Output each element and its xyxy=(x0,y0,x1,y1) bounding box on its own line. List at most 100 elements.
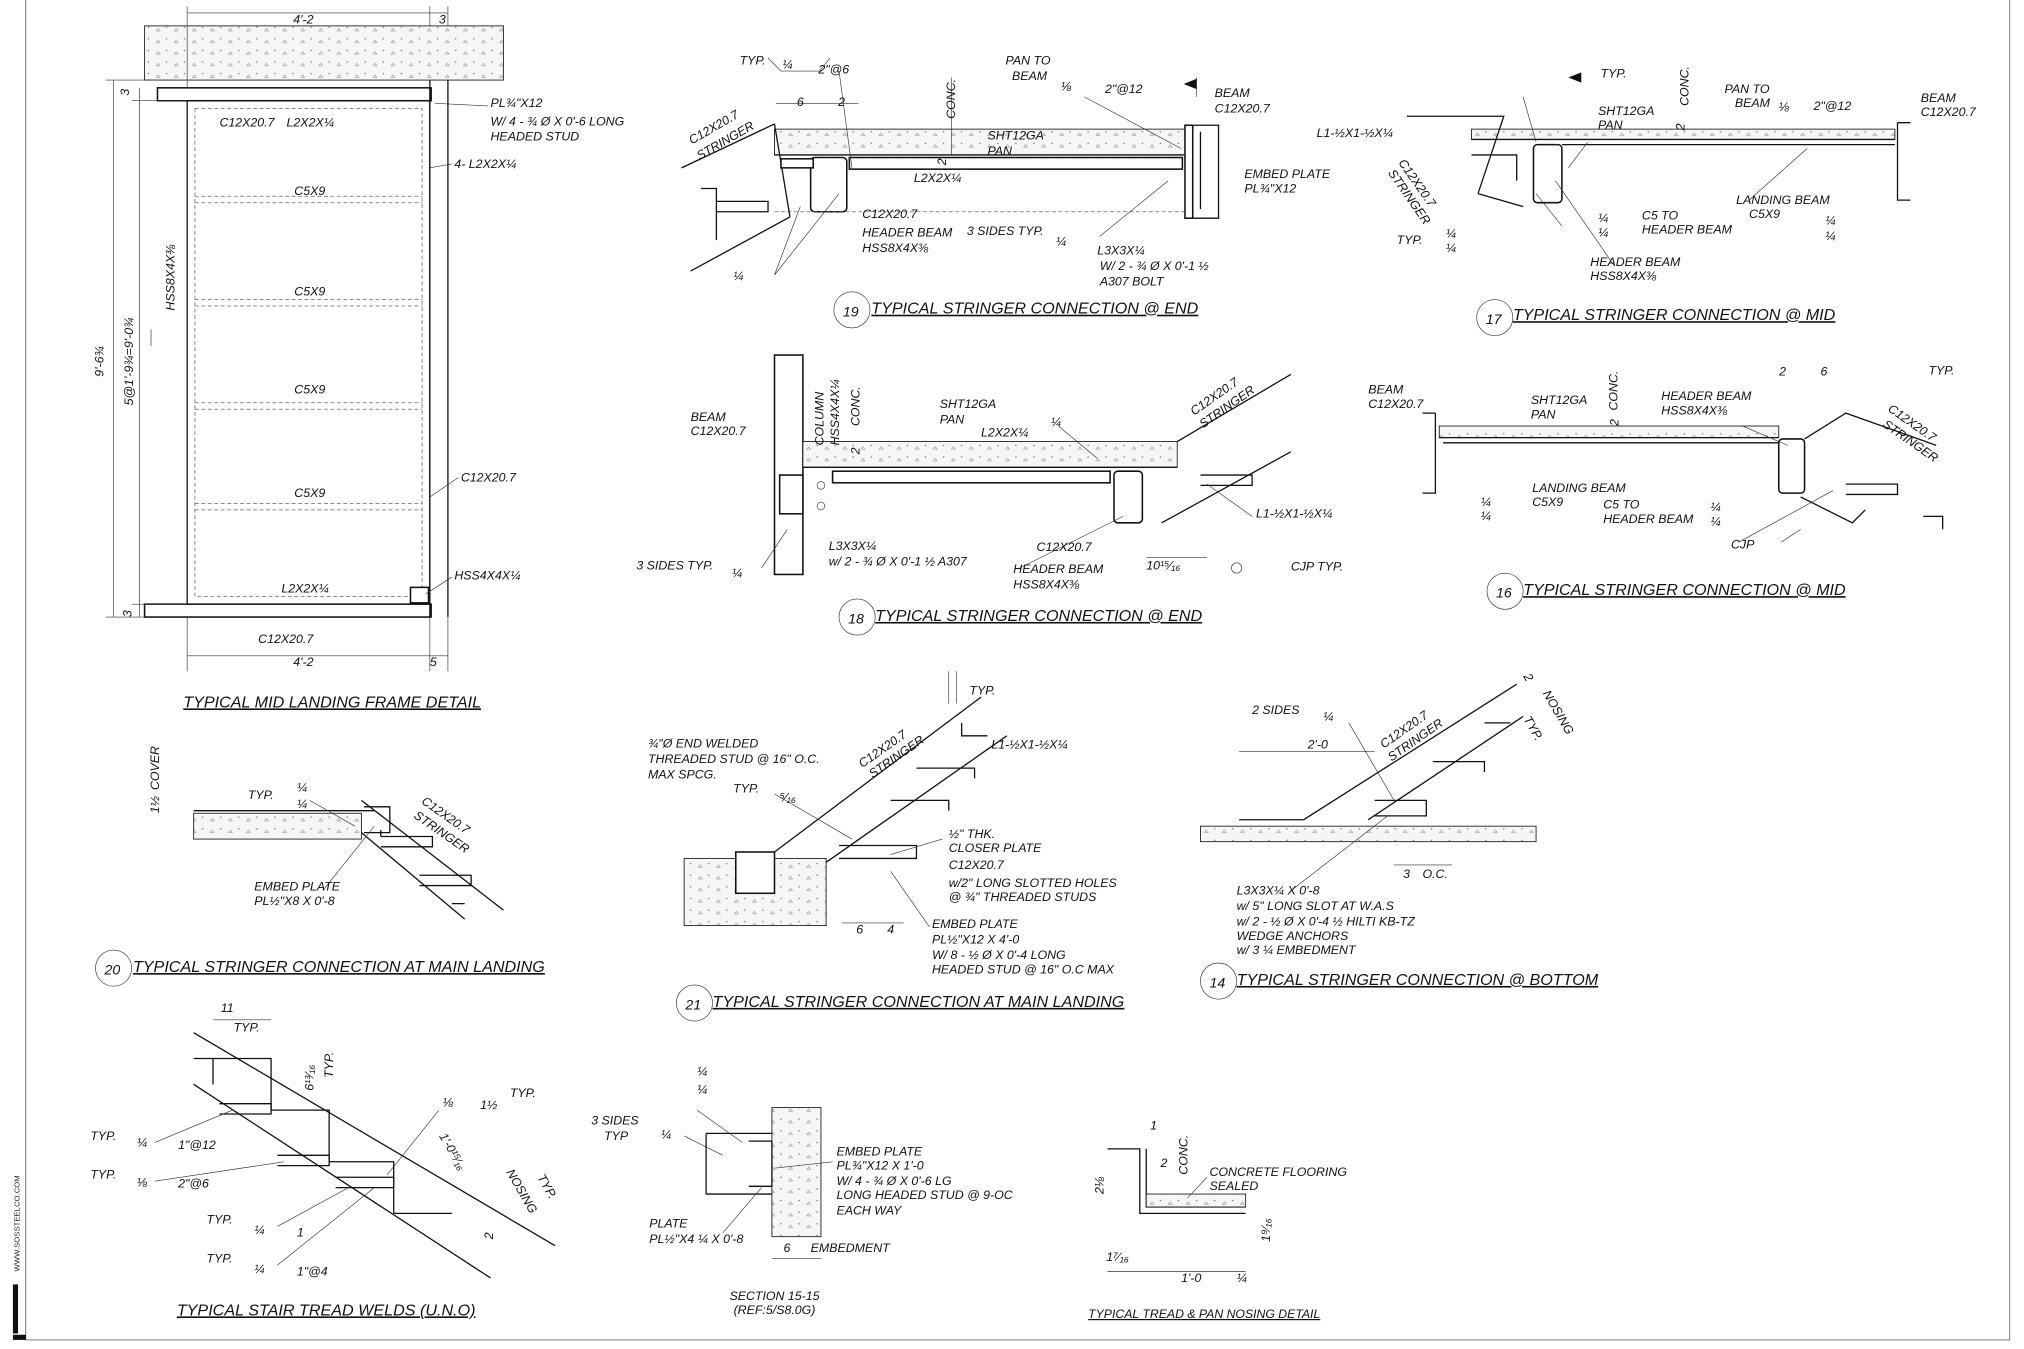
d16-callout-label: CJP xyxy=(1731,538,1755,552)
mid-landing-callout-label: C5X9 xyxy=(294,184,325,198)
mid-landing-callout-label: C5X9 xyxy=(294,486,325,500)
section-callout-label: ¼ xyxy=(697,1082,707,1096)
tread-welds-callout-label: TYP. xyxy=(207,1251,233,1265)
d17-callout-label: 2"@12 xyxy=(1813,99,1852,113)
d16-callout-label: ¼ xyxy=(1710,500,1720,514)
tread-welds-callout-label: TYP. xyxy=(207,1213,233,1227)
mid-landing-callout-label: 3 xyxy=(118,89,132,96)
detail-number-16: 16 xyxy=(1496,586,1512,602)
d17-callout-label: C5 TO xyxy=(1642,208,1679,222)
d17-callout-label: ¼ xyxy=(1825,214,1835,228)
detail-title-nosing: TYPICAL TREAD & PAN NOSING DETAIL xyxy=(1088,1307,1320,1321)
d14-callout-label: 2 SIDES xyxy=(1251,703,1300,717)
mid-landing-frame-drawing xyxy=(105,6,504,672)
section-callout-label: ¼ xyxy=(697,1064,707,1078)
mid-landing-callout-label: HEADED STUD xyxy=(491,130,580,144)
section-callout-label: PL¾"X12 X 1'-0 xyxy=(836,1159,923,1173)
d18-callout-label: 10¹⁵⁄₁₆ xyxy=(1146,558,1180,572)
d19-callout-label: C12X20.7 xyxy=(1215,101,1271,115)
d17-callout-label: C12X20.7 xyxy=(1921,105,1977,119)
d16-callout-label: HSS8X4X⅜ xyxy=(1661,403,1728,417)
d16-callout-label: ¼ xyxy=(1710,514,1720,528)
d21-callout-label: ½" THK. xyxy=(949,827,995,841)
d17-callout-label: ¼ xyxy=(1825,229,1835,243)
d18-callout-label: L1-½X1-½X¼ xyxy=(1256,507,1332,521)
d16-callout-label: ¼ xyxy=(1481,509,1491,523)
mid-landing-callout-label: C12X20.7 xyxy=(219,116,275,130)
detail-title-tread-welds: TYPICAL STAIR TREAD WELDS (U.N.O) xyxy=(177,1301,476,1319)
d19-callout-label: HSS8X4X⅜ xyxy=(862,241,929,255)
d19-callout-label: 2"@12 xyxy=(1104,82,1143,96)
d20-callout-label: TYP. xyxy=(248,788,274,802)
tread-welds-callout-label: ¼ xyxy=(254,1223,264,1237)
detail-title-19: TYPICAL STRINGER CONNECTION @ END xyxy=(871,300,1198,318)
d18-callout-label: L3X3X¼ xyxy=(829,539,876,553)
d16-callout-label: CONC. xyxy=(1606,371,1620,411)
section-callout-label: PLATE xyxy=(649,1217,688,1231)
d16-callout-label: 6 xyxy=(1820,365,1827,379)
tread-welds-callout-label: ¼ xyxy=(254,1262,264,1276)
d14-callout-label: NOSING xyxy=(1540,688,1577,738)
d20-callout-label: 1½ xyxy=(148,796,162,813)
d16-callout-label: C12X20.7 xyxy=(1368,397,1424,411)
d17-callout-label: BEAM xyxy=(1735,96,1771,110)
nosing-callout-label: 1'-0 xyxy=(1181,1271,1201,1285)
detail-title-21: TYPICAL STRINGER CONNECTION AT MAIN LAND… xyxy=(713,993,1125,1011)
nosing-detail-drawing xyxy=(1107,1148,1247,1272)
d19-callout-label: PL¾"X12 xyxy=(1244,181,1296,195)
detail-title-mid-landing: TYPICAL MID LANDING FRAME DETAIL xyxy=(183,693,481,711)
d18-callout-label: COLUMN xyxy=(813,392,827,446)
d19-callout-label: 2 xyxy=(935,158,949,166)
tread-welds-callout-label: ¼ xyxy=(137,1135,147,1149)
d19-callout-label: CONC. xyxy=(944,79,958,119)
d19-callout-label: HEADER BEAM xyxy=(862,225,953,239)
tread-welds-callout-label: TYP. xyxy=(90,1168,116,1182)
detail-18-drawing xyxy=(761,354,1292,636)
mid-landing-callout-label: 5 xyxy=(430,655,437,669)
d21-callout-label: HEADED STUD @ 16" O.C MAX xyxy=(932,962,1115,976)
d17-callout-label: CONC. xyxy=(1677,66,1691,106)
mid-landing-callout-label: 4'-2 xyxy=(293,12,313,26)
d18-callout-label: w/ 2 - ¾ Ø X 0'-1 ½ A307 xyxy=(829,554,968,568)
d21-callout-label: ⁵⁄₁₆ xyxy=(780,791,796,805)
section-callout-label: 3 SIDES xyxy=(591,1113,639,1127)
d20-callout-label: ¼ xyxy=(297,797,307,811)
d14-callout-label: w/ 5" LONG SLOT AT W.A.S xyxy=(1237,899,1395,913)
website-logo-text: WWW.SOSSTEELCO.COM xyxy=(12,1175,21,1271)
section-callout-label: (REF:5/S8.0G) xyxy=(734,1303,816,1317)
d16-callout-label: BEAM xyxy=(1368,383,1404,397)
d18-callout-label: CJP TYP. xyxy=(1291,560,1343,574)
d18-callout-label: ¼ xyxy=(1051,415,1061,429)
d17-callout-label: ¼ xyxy=(1446,227,1456,241)
detail-title-20: TYPICAL STRINGER CONNECTION AT MAIN LAND… xyxy=(133,958,545,976)
mid-landing-callout-label: C12X20.7 xyxy=(258,632,314,646)
tread-welds-callout-label: 1 xyxy=(297,1226,304,1240)
detail-21-drawing xyxy=(676,671,1008,1022)
d19-callout-label: L2X2X¼ xyxy=(914,171,961,185)
d21-callout-label: C12X20.7 xyxy=(949,858,1005,872)
nosing-callout-label: 1⁷⁄₁₆ xyxy=(1106,1250,1129,1264)
d19-callout-label: 2 xyxy=(837,95,845,109)
d21-callout-label: W/ 8 - ½ Ø X 0'-4 LONG xyxy=(932,948,1066,962)
d18-callout-label: C12X20.7 xyxy=(1037,540,1093,554)
detail-title-17: TYPICAL STRINGER CONNECTION @ MID xyxy=(1513,306,1836,324)
d21-callout-label: EMBED PLATE xyxy=(932,917,1018,931)
mid-landing-callout-label: HSS8X4X⅜ xyxy=(163,244,177,311)
d21-callout-label: TYP. xyxy=(733,782,759,796)
d16-callout-label: HEADER BEAM xyxy=(1603,512,1694,526)
section-callout-label: 6 xyxy=(784,1241,791,1255)
tread-welds-callout-label: TYP. xyxy=(234,1020,260,1034)
tread-welds-callout-label: 2"@6 xyxy=(177,1177,209,1191)
mid-landing-callout-label: HSS4X4X¼ xyxy=(454,569,520,583)
d19-callout-label: L3X3X¼ xyxy=(1097,243,1144,257)
d17-callout-label: HEADER BEAM xyxy=(1590,255,1681,269)
detail-title-16: TYPICAL STRINGER CONNECTION @ MID xyxy=(1523,581,1846,599)
d19-callout-label: BEAM xyxy=(1012,69,1048,83)
d17-callout-label: HSS8X4X⅜ xyxy=(1590,269,1657,283)
d19-callout-label: SHT12GA xyxy=(987,128,1043,142)
detail-19-drawing xyxy=(681,57,1220,329)
detail-title-14: TYPICAL STRINGER CONNECTION @ BOTTOM xyxy=(1237,971,1599,989)
d17-callout-label: PAN TO xyxy=(1725,82,1770,96)
